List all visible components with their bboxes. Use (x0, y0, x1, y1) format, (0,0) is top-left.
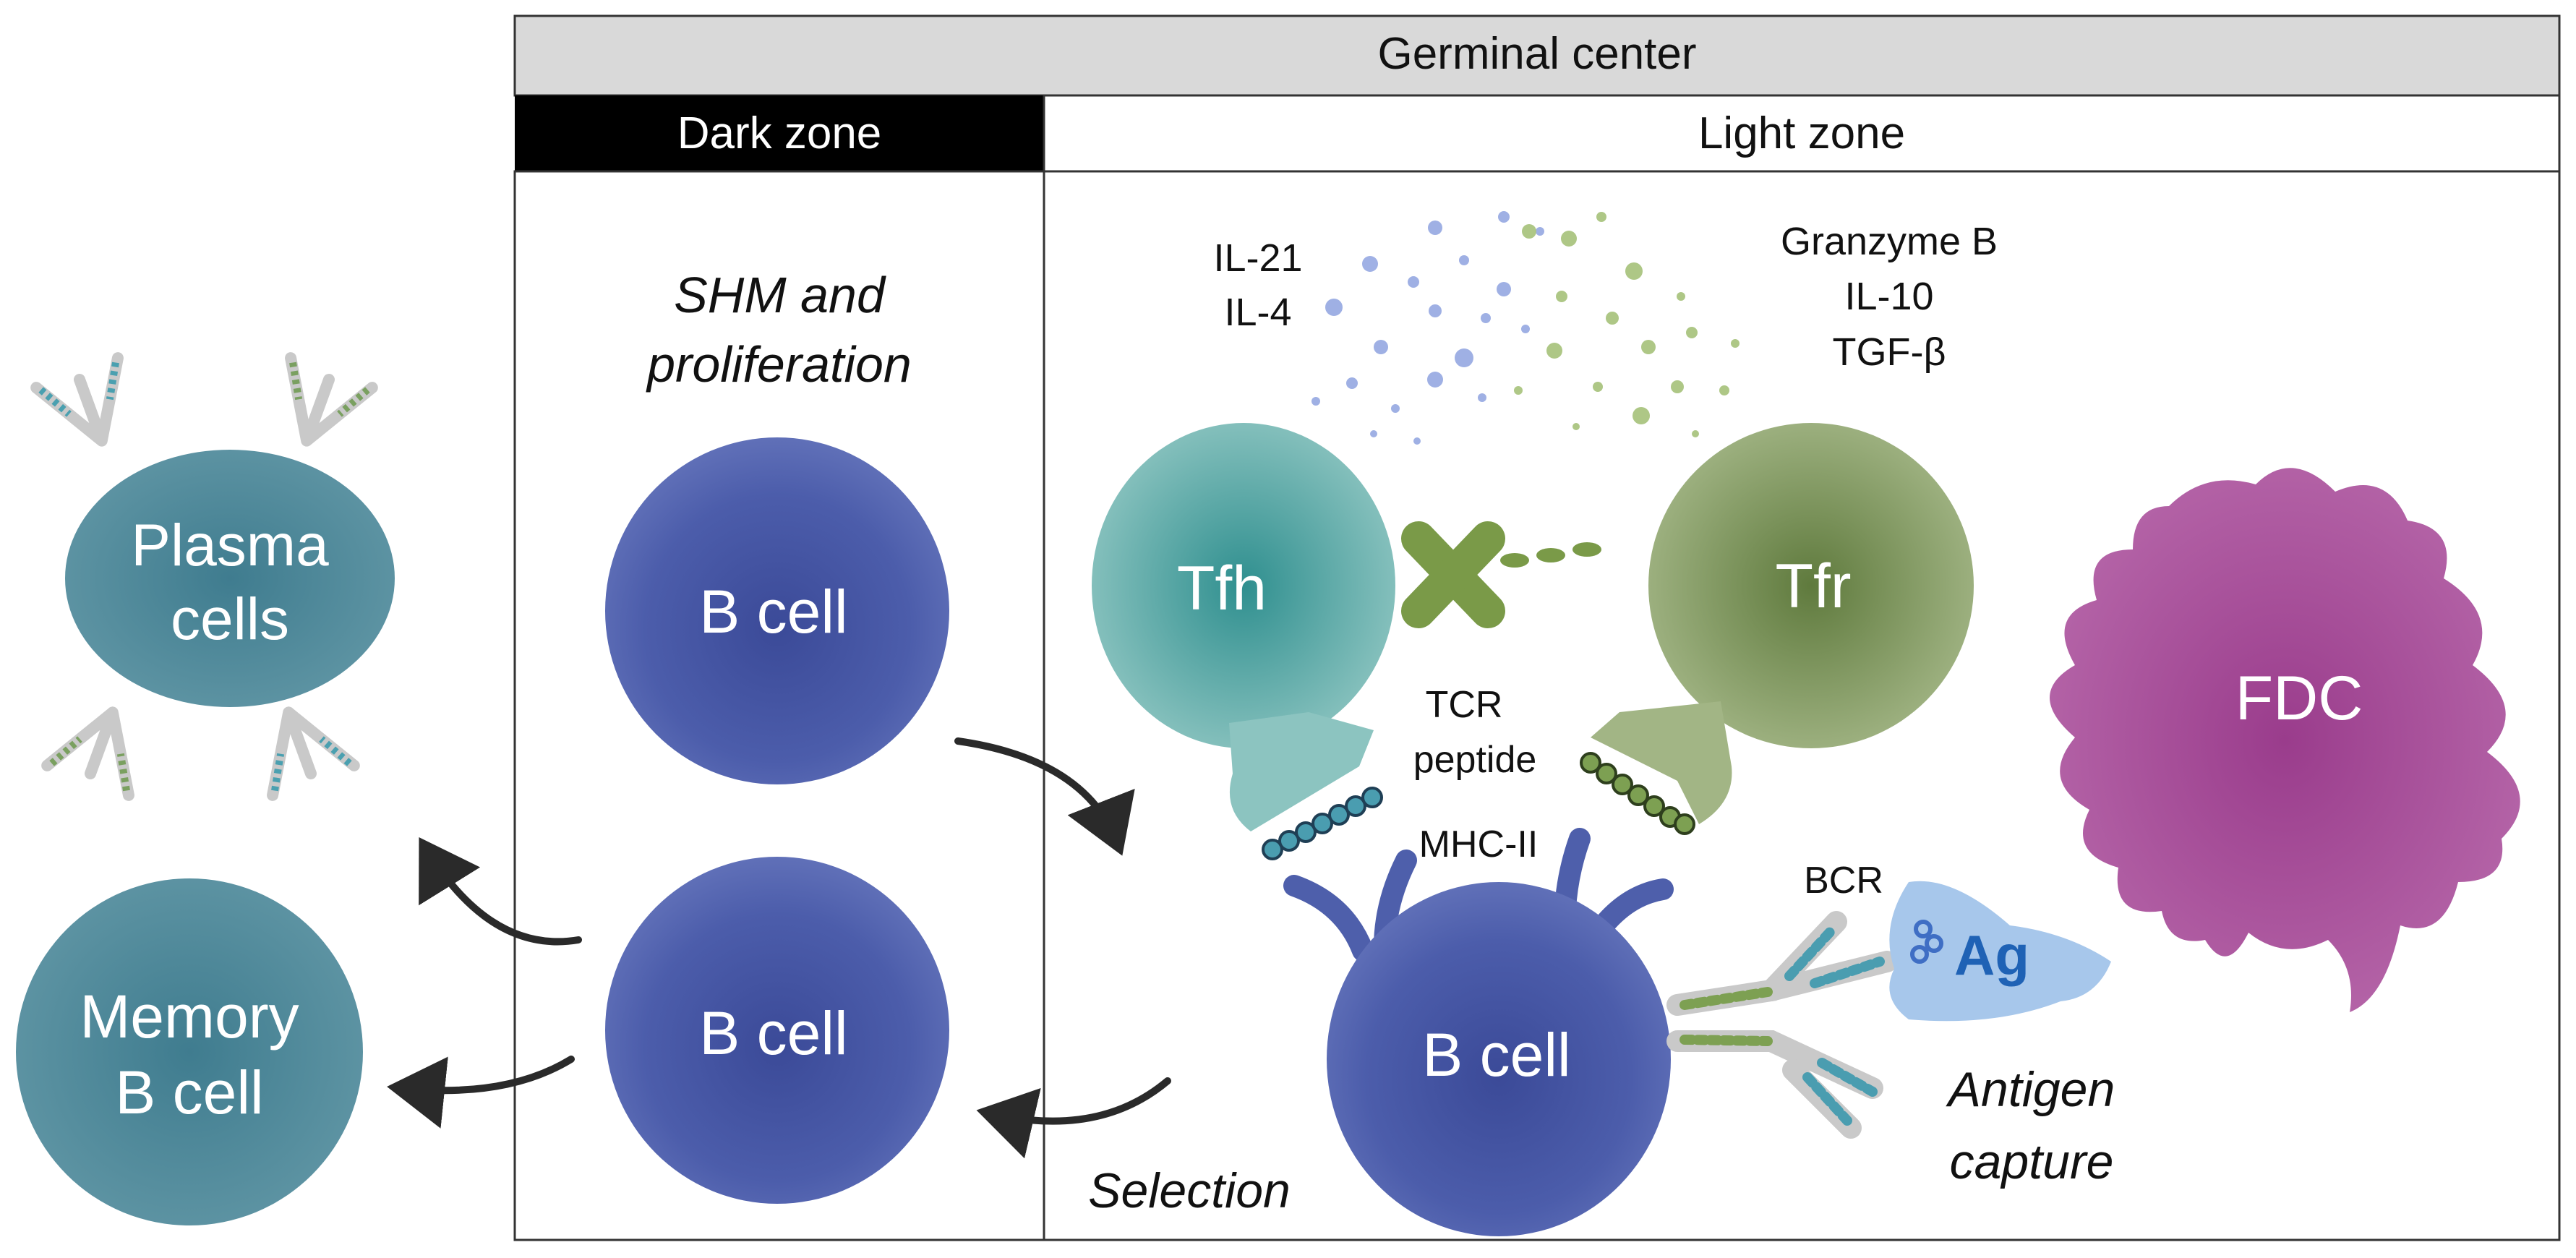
selection-label: Selection (1088, 1163, 1291, 1218)
ag-label: Ag (1954, 923, 2029, 987)
antigen: Ag (1889, 881, 2111, 1022)
zone-frame (513, 170, 2561, 1241)
arrows (387, 737, 1171, 1159)
b-cell-dark-top-label: B cell (699, 578, 847, 646)
peptide-chain-tfh (1262, 787, 1383, 860)
bcr-receptors (1666, 911, 1898, 1139)
peptide-chain-tfr (1580, 752, 1695, 835)
b-cell-dark-bottom-label: B cell (699, 999, 847, 1067)
tfr-factor-granzyme: Granzyme B (1781, 220, 1998, 263)
tfh-cytokine-il21: IL-21 (1213, 236, 1302, 280)
antibody-bottom-right (267, 706, 360, 801)
antibody-bottom-left (41, 706, 134, 801)
tfh-label: Tfh (1177, 554, 1267, 623)
fdc-cell: FDC (2050, 468, 2520, 1012)
bcr-label: BCR (1804, 860, 1883, 902)
b-cell-dark-bottom: B cell (605, 857, 949, 1204)
header: Germinal center Dark zone Light zone (513, 14, 2561, 173)
fdc-label: FDC (2235, 664, 2363, 733)
dark-zone: SHM and proliferation B cell B cell (605, 267, 949, 1204)
b-cell-dark-top: B cell (605, 437, 949, 784)
tfh-cell: Tfh (1092, 423, 1395, 831)
inhibition-dashes (1500, 542, 1601, 568)
light-zone: IL-21 IL-4 Granzyme B IL-10 TGF-β Tf (1088, 211, 2520, 1236)
cytokine-droplets-blue (1311, 211, 1544, 445)
antigen-capture-line1: Antigen (1946, 1062, 2115, 1117)
memory-label-line1: Memory (80, 983, 299, 1051)
germinal-center-title: Germinal center (1377, 29, 1696, 79)
memory-b-cell: Memory B cell (16, 878, 363, 1225)
plasma-label-line2: cells (171, 586, 289, 652)
antibody-top-left (30, 352, 124, 447)
memory-label-line2: B cell (115, 1058, 263, 1126)
antibody-top-right (285, 352, 378, 447)
shm-label-line1: SHM and (674, 267, 886, 323)
tfr-factor-tgfb: TGF-β (1832, 330, 1946, 374)
mhc-label: MHC-II (1419, 823, 1539, 865)
tfh-cytokine-il4: IL-4 (1224, 291, 1291, 334)
b-cell-light: B cell (1327, 882, 1671, 1236)
plasma-label-line1: Plasma (131, 513, 329, 578)
tcr-label: TCR (1426, 684, 1503, 726)
cytokine-droplets-green (1514, 212, 1740, 437)
peptide-label: peptide (1413, 739, 1537, 781)
antigen-capture-line2: capture (1950, 1134, 2114, 1189)
b-cell-light-label: B cell (1422, 1021, 1570, 1089)
tfr-factor-il10: IL-10 (1844, 275, 1933, 318)
plasma-cells: Plasma cells (65, 450, 395, 707)
light-zone-label: Light zone (1698, 108, 1905, 158)
tfr-cell: Tfr (1591, 423, 1974, 824)
shm-label-line2: proliferation (646, 336, 912, 393)
arrow-to-plasma (419, 837, 582, 946)
arrow-selection (976, 1077, 1171, 1159)
dark-zone-label: Dark zone (677, 108, 882, 158)
inhibition-x-icon (1401, 521, 1505, 628)
tfr-label: Tfr (1775, 552, 1851, 621)
arrow-to-light-zone (954, 737, 1135, 856)
arrow-to-memory (387, 1056, 575, 1129)
